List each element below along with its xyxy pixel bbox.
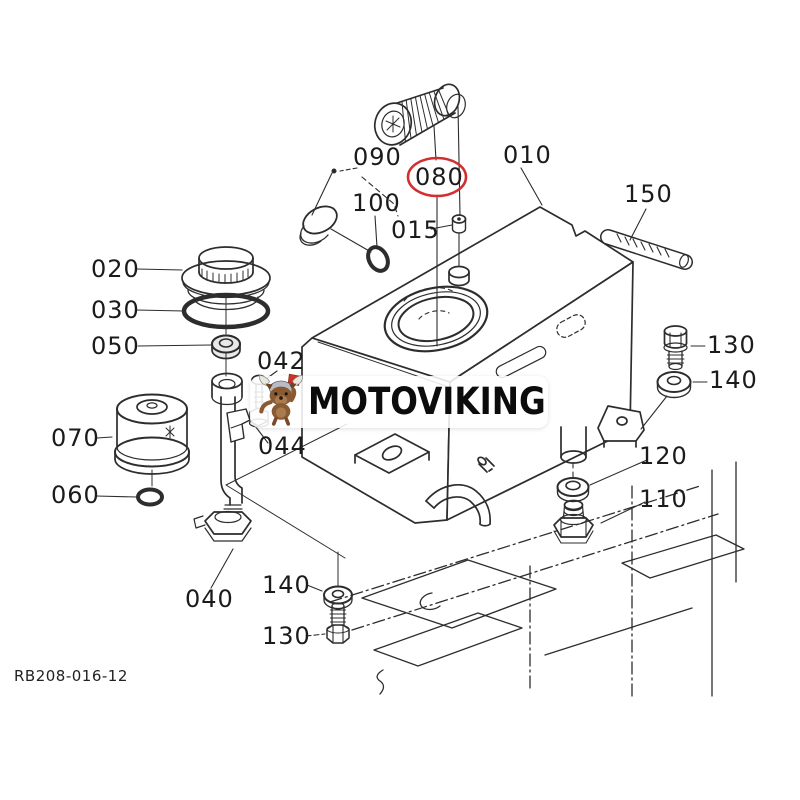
callout-140-right: 140 <box>709 366 758 394</box>
callout-010: 010 <box>503 141 552 169</box>
callout-060: 060 <box>51 481 100 509</box>
washer-120 <box>556 477 590 503</box>
washer-050 <box>211 295 241 377</box>
doc-code: RB208-016-12 <box>14 667 128 685</box>
callout-130-bottom: 130 <box>262 622 311 650</box>
callout-130-right: 130 <box>707 331 756 359</box>
hydraulic-tank-010 <box>301 206 645 527</box>
callout-090: 090 <box>353 143 402 171</box>
callout-042: 042 <box>257 347 306 375</box>
chassis-frame <box>225 423 745 701</box>
callout-070: 070 <box>51 424 100 452</box>
bolt-130-right <box>663 325 688 371</box>
callout-015: 015 <box>391 216 440 244</box>
callout-120: 120 <box>639 442 688 470</box>
rod-150 <box>600 229 693 270</box>
watermark-bar <box>250 376 548 428</box>
strainer-070 <box>114 393 190 487</box>
washer-140-right <box>640 371 692 430</box>
viking-dog-mascot-icon <box>258 373 304 426</box>
callout-050: 050 <box>91 332 140 360</box>
o-ring-100 <box>366 245 390 273</box>
callout-110: 110 <box>639 485 688 513</box>
filter-element-080 <box>373 83 466 146</box>
callout-140-bottom: 140 <box>262 571 311 599</box>
callout-150: 150 <box>624 180 673 208</box>
callout-030: 030 <box>91 296 140 324</box>
bolt-130-bottom <box>326 602 350 644</box>
watermark-text: MOTOVIKING <box>308 380 546 423</box>
o-ring-060 <box>136 487 164 507</box>
callout-020: 020 <box>91 255 140 283</box>
callout-044: 044 <box>258 432 307 460</box>
callout-100: 100 <box>352 189 401 217</box>
callout-080: 080 <box>415 163 464 191</box>
plug-bolt-015 <box>451 214 467 234</box>
callout-040: 040 <box>185 585 234 613</box>
suction-pipe-040 <box>193 372 252 542</box>
red-highlight-ellipse <box>406 156 468 198</box>
